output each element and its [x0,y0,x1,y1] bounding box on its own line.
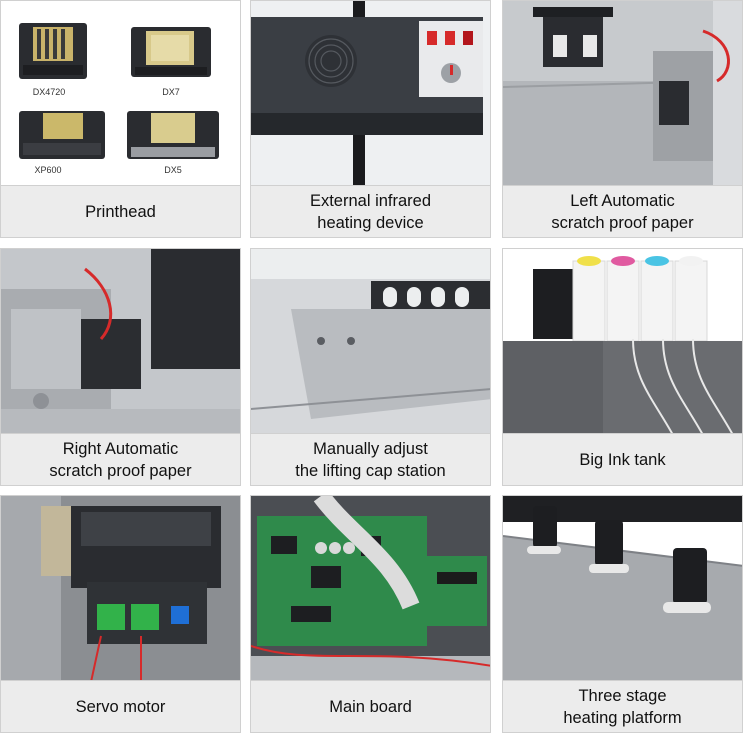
printhead-model-label: XP600 [34,165,61,175]
feature-card-infrared-heater: External infrared heating device [250,0,491,238]
feature-caption: Big Ink tank [502,434,743,486]
feature-card-main-board: Main board [250,495,491,733]
feature-caption: Manually adjust the lifting cap station [250,434,491,486]
printhead-xp600-image [19,111,105,159]
feature-caption: External infrared heating device [250,186,491,238]
heating-platform-photo [502,495,743,681]
ink-tank-photo [502,248,743,434]
feature-caption: Servo motor [0,681,241,733]
infrared-heater-photo [250,0,491,186]
printhead-photo: DX4720 DX7 XP600 [0,0,241,186]
feature-caption: Three stage heating platform [502,681,743,733]
feature-card-ink-tank: Big Ink tank [502,248,743,486]
printhead-model-label: DX7 [162,87,180,97]
printhead-dx5-image [127,111,219,159]
feature-card-lifting-cap-station: Manually adjust the lifting cap station [250,248,491,486]
feature-card-heating-platform: Three stage heating platform [502,495,743,733]
feature-card-servo-motor: Servo motor [0,495,241,733]
feature-caption: Printhead [0,186,241,238]
printhead-model-label: DX4720 [33,87,66,97]
feature-card-printhead: DX4720 DX7 XP600 [0,0,241,238]
feature-card-right-scratch-proof: Right Automatic scratch proof paper [0,248,241,486]
printhead-model-label: DX5 [164,165,182,175]
feature-caption: Right Automatic scratch proof paper [0,434,241,486]
feature-caption: Main board [250,681,491,733]
left-scratch-proof-photo [502,0,743,186]
lifting-cap-station-photo [250,248,491,434]
printhead-dx4720-image [19,23,87,79]
printhead-dx7-image [131,27,211,77]
main-board-photo [250,495,491,681]
right-scratch-proof-photo [0,248,241,434]
feature-card-left-scratch-proof: Left Automatic scratch proof paper [502,0,743,238]
servo-motor-photo [0,495,241,681]
feature-caption: Left Automatic scratch proof paper [502,186,743,238]
